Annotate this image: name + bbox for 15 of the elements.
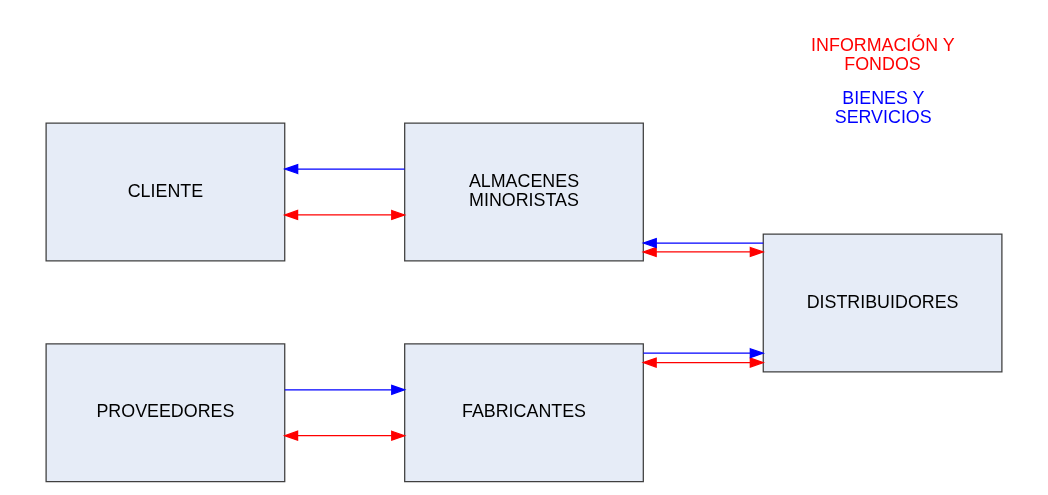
node-box: CLIENTE (45, 122, 286, 262)
node-box: PROVEEDORES (45, 343, 286, 483)
legend-label: BIENES Y SERVICIOS (834, 88, 932, 128)
node-box: FABRICANTES (404, 343, 644, 483)
legend-label: INFORMACIÓN Y FONDOS (811, 34, 955, 74)
arrow (641, 237, 764, 249)
arrow (282, 209, 407, 221)
node-box: DISTRIBUIDORES (762, 233, 1003, 373)
arrow (282, 163, 406, 175)
arrow (642, 347, 766, 359)
node-box: ALMACENES MINORISTAS (404, 122, 644, 262)
arrow (284, 384, 407, 396)
arrow (641, 357, 766, 368)
arrow (282, 430, 407, 442)
arrow (641, 246, 766, 258)
